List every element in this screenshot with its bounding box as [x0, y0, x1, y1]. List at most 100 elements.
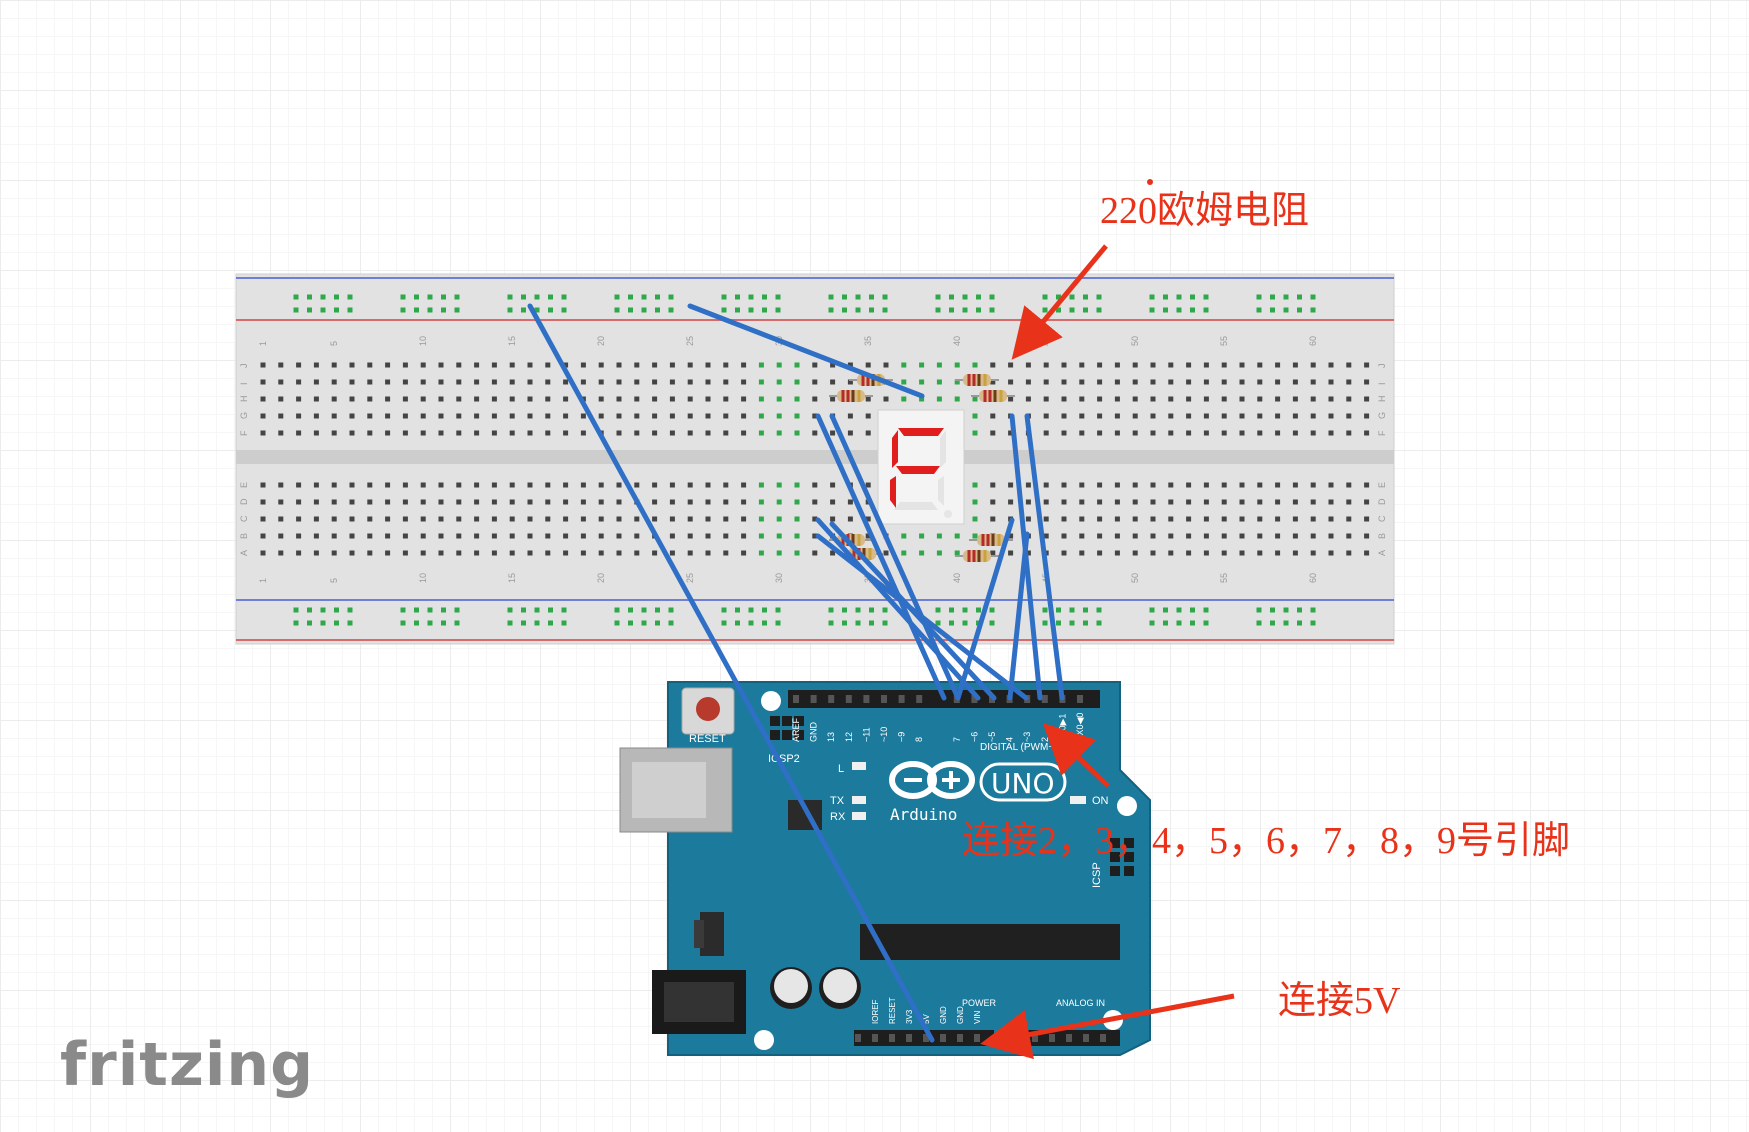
- breadboard-hole: [260, 362, 266, 368]
- rail-hole: [507, 294, 513, 300]
- digital-pin: [1041, 695, 1048, 703]
- breadboard-hole: [474, 499, 480, 505]
- breadboard-hole: [1239, 516, 1245, 522]
- breadboard-center-channel: [236, 450, 1394, 464]
- resistor-band: [866, 374, 870, 386]
- breadboard-hole: [1079, 430, 1085, 436]
- breadboard-hole: [1328, 533, 1334, 539]
- rail-hole: [882, 307, 888, 313]
- breadboard-hole: [990, 379, 996, 385]
- breadboard-hole: [669, 379, 675, 385]
- breadboard-hole: [1257, 482, 1263, 488]
- rail-hole: [989, 620, 995, 626]
- on-led: [1070, 796, 1086, 804]
- breadboard-hole: [919, 550, 925, 556]
- breadboard-hole: [296, 379, 302, 385]
- rail-hole: [775, 307, 781, 313]
- breadboard-hole: [580, 550, 586, 556]
- rail-hole: [655, 620, 660, 626]
- breadboard-hole: [741, 413, 747, 419]
- breadboard-hole: [812, 430, 818, 436]
- breadboard-hole: [313, 362, 319, 368]
- breadboard-hole: [794, 482, 800, 488]
- breadboard-hole: [794, 533, 800, 539]
- breadboard-hole: [1328, 396, 1334, 402]
- breadboard-hole: [1186, 499, 1192, 505]
- annotation-arrows: [980, 244, 1235, 1060]
- rail-hole: [828, 294, 834, 300]
- breadboard-hole: [1186, 482, 1192, 488]
- rail-hole: [1042, 307, 1048, 313]
- breadboard-hole: [598, 516, 604, 522]
- rail-hole: [1069, 620, 1075, 626]
- resistor-band: [983, 374, 987, 386]
- breadboard-hole: [758, 550, 764, 556]
- breadboard-hole: [794, 516, 800, 522]
- breadboard-hole: [527, 413, 533, 419]
- power-pin-label: VIN: [973, 1010, 982, 1024]
- breadboard-hole: [563, 482, 569, 488]
- breadboard-hole: [1275, 362, 1281, 368]
- rail-hole: [668, 294, 674, 300]
- breadboard-hole: [260, 482, 266, 488]
- breadboard-hole: [598, 499, 604, 505]
- breadboard-hole: [278, 516, 284, 522]
- breadboard-hole: [420, 533, 426, 539]
- breadboard-hole: [509, 533, 515, 539]
- breadboard-hole: [563, 379, 569, 385]
- breadboard-hole: [1168, 379, 1174, 385]
- rail-hole: [1096, 294, 1102, 300]
- breadboard-hole: [1364, 430, 1370, 436]
- breadboard-hole: [794, 499, 800, 505]
- breadboard-hole: [1132, 379, 1138, 385]
- breadboard-hole: [349, 396, 355, 402]
- breadboard-hole: [1257, 413, 1263, 419]
- icsp-pin: [1110, 852, 1120, 862]
- row-letter: B: [1377, 533, 1387, 539]
- breadboard-hole: [1346, 533, 1352, 539]
- breadboard-hole: [580, 499, 586, 505]
- breadboard-hole: [580, 379, 586, 385]
- breadboard-hole: [634, 379, 640, 385]
- breadboard-hole: [616, 362, 622, 368]
- breadboard-hole: [954, 533, 960, 539]
- capacitor-top: [774, 969, 808, 1003]
- tx-led-label: TX: [830, 795, 845, 807]
- breadboard-hole: [545, 362, 551, 368]
- breadboard-hole: [545, 550, 551, 556]
- breadboard-hole: [1061, 516, 1067, 522]
- breadboard-hole: [1043, 362, 1049, 368]
- breadboard-hole: [491, 533, 497, 539]
- breadboard-hole: [741, 482, 747, 488]
- rail-hole: [334, 620, 339, 626]
- pins-arrow: [1042, 723, 1110, 788]
- rail-hole: [427, 294, 433, 300]
- rail-hole: [441, 307, 446, 313]
- breadboard-hole: [901, 396, 907, 402]
- rail-hole: [614, 607, 620, 613]
- breadboard-hole: [580, 362, 586, 368]
- reset-button-cap[interactable]: [696, 697, 720, 721]
- breadboard-hole: [1168, 499, 1174, 505]
- rail-hole: [1149, 294, 1155, 300]
- resistor-band: [851, 390, 855, 402]
- breadboard-hole: [367, 379, 373, 385]
- column-number: 40: [952, 573, 962, 583]
- resistor-band: [967, 550, 971, 562]
- resistor-band: [993, 390, 997, 402]
- rail-hole: [735, 294, 740, 300]
- power-pin-label: IOREF: [871, 999, 880, 1024]
- breadboard-hole: [438, 396, 444, 402]
- breadboard-hole: [705, 533, 711, 539]
- capacitor-top: [823, 969, 857, 1003]
- breadboard-hole: [420, 430, 426, 436]
- rail-hole: [668, 307, 674, 313]
- breadboard-hole: [545, 396, 551, 402]
- breadboard-hole: [1364, 379, 1370, 385]
- breadboard-hole: [687, 533, 693, 539]
- row-letter: H: [1377, 396, 1387, 403]
- resistor-band: [988, 390, 992, 402]
- breadboard-hole: [634, 413, 640, 419]
- column-number: 20: [596, 573, 606, 583]
- breadboard-hole: [420, 396, 426, 402]
